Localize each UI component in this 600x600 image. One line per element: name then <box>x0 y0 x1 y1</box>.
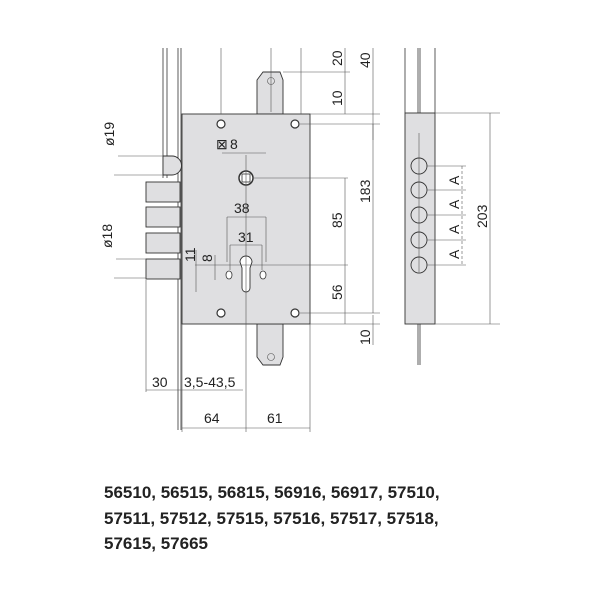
svg-text:10: 10 <box>357 329 373 345</box>
svg-text:⊠: ⊠ <box>216 136 228 152</box>
svg-text:A: A <box>446 199 462 209</box>
svg-text:3,5-43,5: 3,5-43,5 <box>184 374 236 390</box>
dimension-lines <box>114 48 380 432</box>
svg-text:31: 31 <box>238 229 254 245</box>
svg-text:8: 8 <box>199 254 215 262</box>
svg-text:A: A <box>446 249 462 259</box>
svg-text:85: 85 <box>329 212 345 228</box>
top-tab <box>256 71 284 115</box>
model-line: 57615, 57665 <box>104 534 208 553</box>
svg-text:61: 61 <box>267 410 283 426</box>
svg-text:A: A <box>446 175 462 185</box>
svg-text:38: 38 <box>234 200 250 216</box>
latch-bolt <box>162 155 182 176</box>
svg-text:10: 10 <box>329 90 345 106</box>
svg-text:64: 64 <box>204 410 220 426</box>
side-view <box>404 48 500 365</box>
svg-text:56: 56 <box>329 284 345 300</box>
svg-text:183: 183 <box>357 179 373 203</box>
svg-text:203: 203 <box>474 204 490 228</box>
svg-text:11: 11 <box>182 247 198 262</box>
dead-bolts <box>145 181 181 280</box>
svg-text:20: 20 <box>329 50 345 66</box>
model-numbers: 56510, 56515, 56815, 56916, 56917, 57510… <box>104 480 564 557</box>
svg-text:8: 8 <box>230 136 238 152</box>
dimension-labels: 20 40 10 ø19 8 ⊠ 38 31 ø18 11 8 85 183 5… <box>99 50 490 426</box>
screw-holes <box>216 119 300 318</box>
bottom-tab <box>256 323 284 366</box>
model-line: 56510, 56515, 56815, 56916, 56917, 57510… <box>104 483 440 502</box>
model-line: 57511, 57512, 57515, 57516, 57517, 57518… <box>104 508 439 528</box>
svg-text:40: 40 <box>357 52 373 68</box>
svg-text:ø18: ø18 <box>99 224 115 248</box>
svg-text:ø19: ø19 <box>101 122 117 146</box>
svg-text:A: A <box>446 224 462 234</box>
svg-text:30: 30 <box>152 374 168 390</box>
